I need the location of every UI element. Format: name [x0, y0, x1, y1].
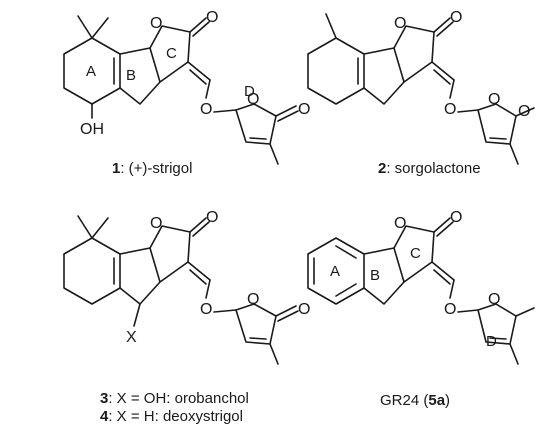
atom-ether-oxygen: O — [444, 101, 456, 118]
ring-label-b: B — [126, 67, 136, 84]
compound-number: 1 — [112, 160, 121, 177]
atom-ring-oxygen: O — [394, 15, 406, 32]
compound-number: 4 — [100, 408, 109, 425]
compound-prefix: GR24 ( — [380, 392, 429, 409]
atom-substituent-x: X — [126, 329, 137, 346]
structure-gr24: O O O O A B C D — [307, 209, 535, 365]
ring-label-a: A — [86, 63, 96, 80]
atom-ether-oxygen: O — [200, 301, 212, 318]
atom-ring-oxygen: O — [150, 15, 162, 32]
compound-number: 2 — [378, 160, 387, 177]
compound-name: : X = H: deoxystrigol — [108, 408, 243, 425]
atom-hydroxyl: OH — [80, 121, 104, 138]
atom-butenolide-carbonyl: O — [298, 101, 310, 118]
atom-butenolide-oxygen: O — [247, 91, 259, 108]
compound-suffix: ) — [445, 392, 451, 409]
caption-compound-5a: GR24 (5a) — [380, 392, 450, 409]
ring-label-d: D — [486, 333, 497, 350]
ring-label-c: C — [410, 245, 421, 262]
compound-number: 5a — [428, 392, 446, 409]
atom-butenolide-oxygen: O — [247, 291, 259, 308]
caption-compound-2: 2: sorgolactone — [378, 160, 481, 177]
atom-ether-oxygen: O — [200, 101, 212, 118]
atom-carbonyl-oxygen: O — [450, 9, 462, 26]
atom-butenolide-oxygen: O — [488, 91, 500, 108]
compound-name: : (+)-strigol — [120, 160, 193, 177]
atom-butenolide-carbonyl: O — [518, 103, 530, 120]
atom-butenolide-carbonyl: O — [298, 301, 310, 318]
caption-compound-4: 4: X = H: deoxystrigol — [100, 408, 243, 425]
structure-sorgolactone: O O O O O — [307, 9, 535, 165]
atom-ether-oxygen: O — [444, 301, 456, 318]
caption-compound-3: 3: X = OH: orobanchol — [100, 390, 249, 407]
ring-label-d: D — [244, 83, 255, 100]
compound-name: : sorgolactone — [386, 160, 481, 177]
atom-carbonyl-oxygen: O — [450, 209, 462, 226]
compound-number: 3 — [100, 390, 109, 407]
atom-ring-oxygen: O — [150, 215, 162, 232]
compound-name: : X = OH: orobanchol — [108, 390, 249, 407]
atom-butenolide-oxygen: O — [488, 291, 500, 308]
atom-carbonyl-oxygen: O — [206, 9, 218, 26]
ring-label-b: B — [370, 267, 380, 284]
atom-ring-oxygen: O — [394, 215, 406, 232]
ring-label-c: C — [166, 45, 177, 62]
caption-compound-1: 1: (+)-strigol — [112, 160, 192, 177]
structure-strigol: O O O O O OH A B C D — [63, 9, 310, 165]
structure-orobanchol: O O O O O X — [63, 209, 310, 365]
atom-carbonyl-oxygen: O — [206, 209, 218, 226]
ring-label-a: A — [330, 263, 340, 280]
